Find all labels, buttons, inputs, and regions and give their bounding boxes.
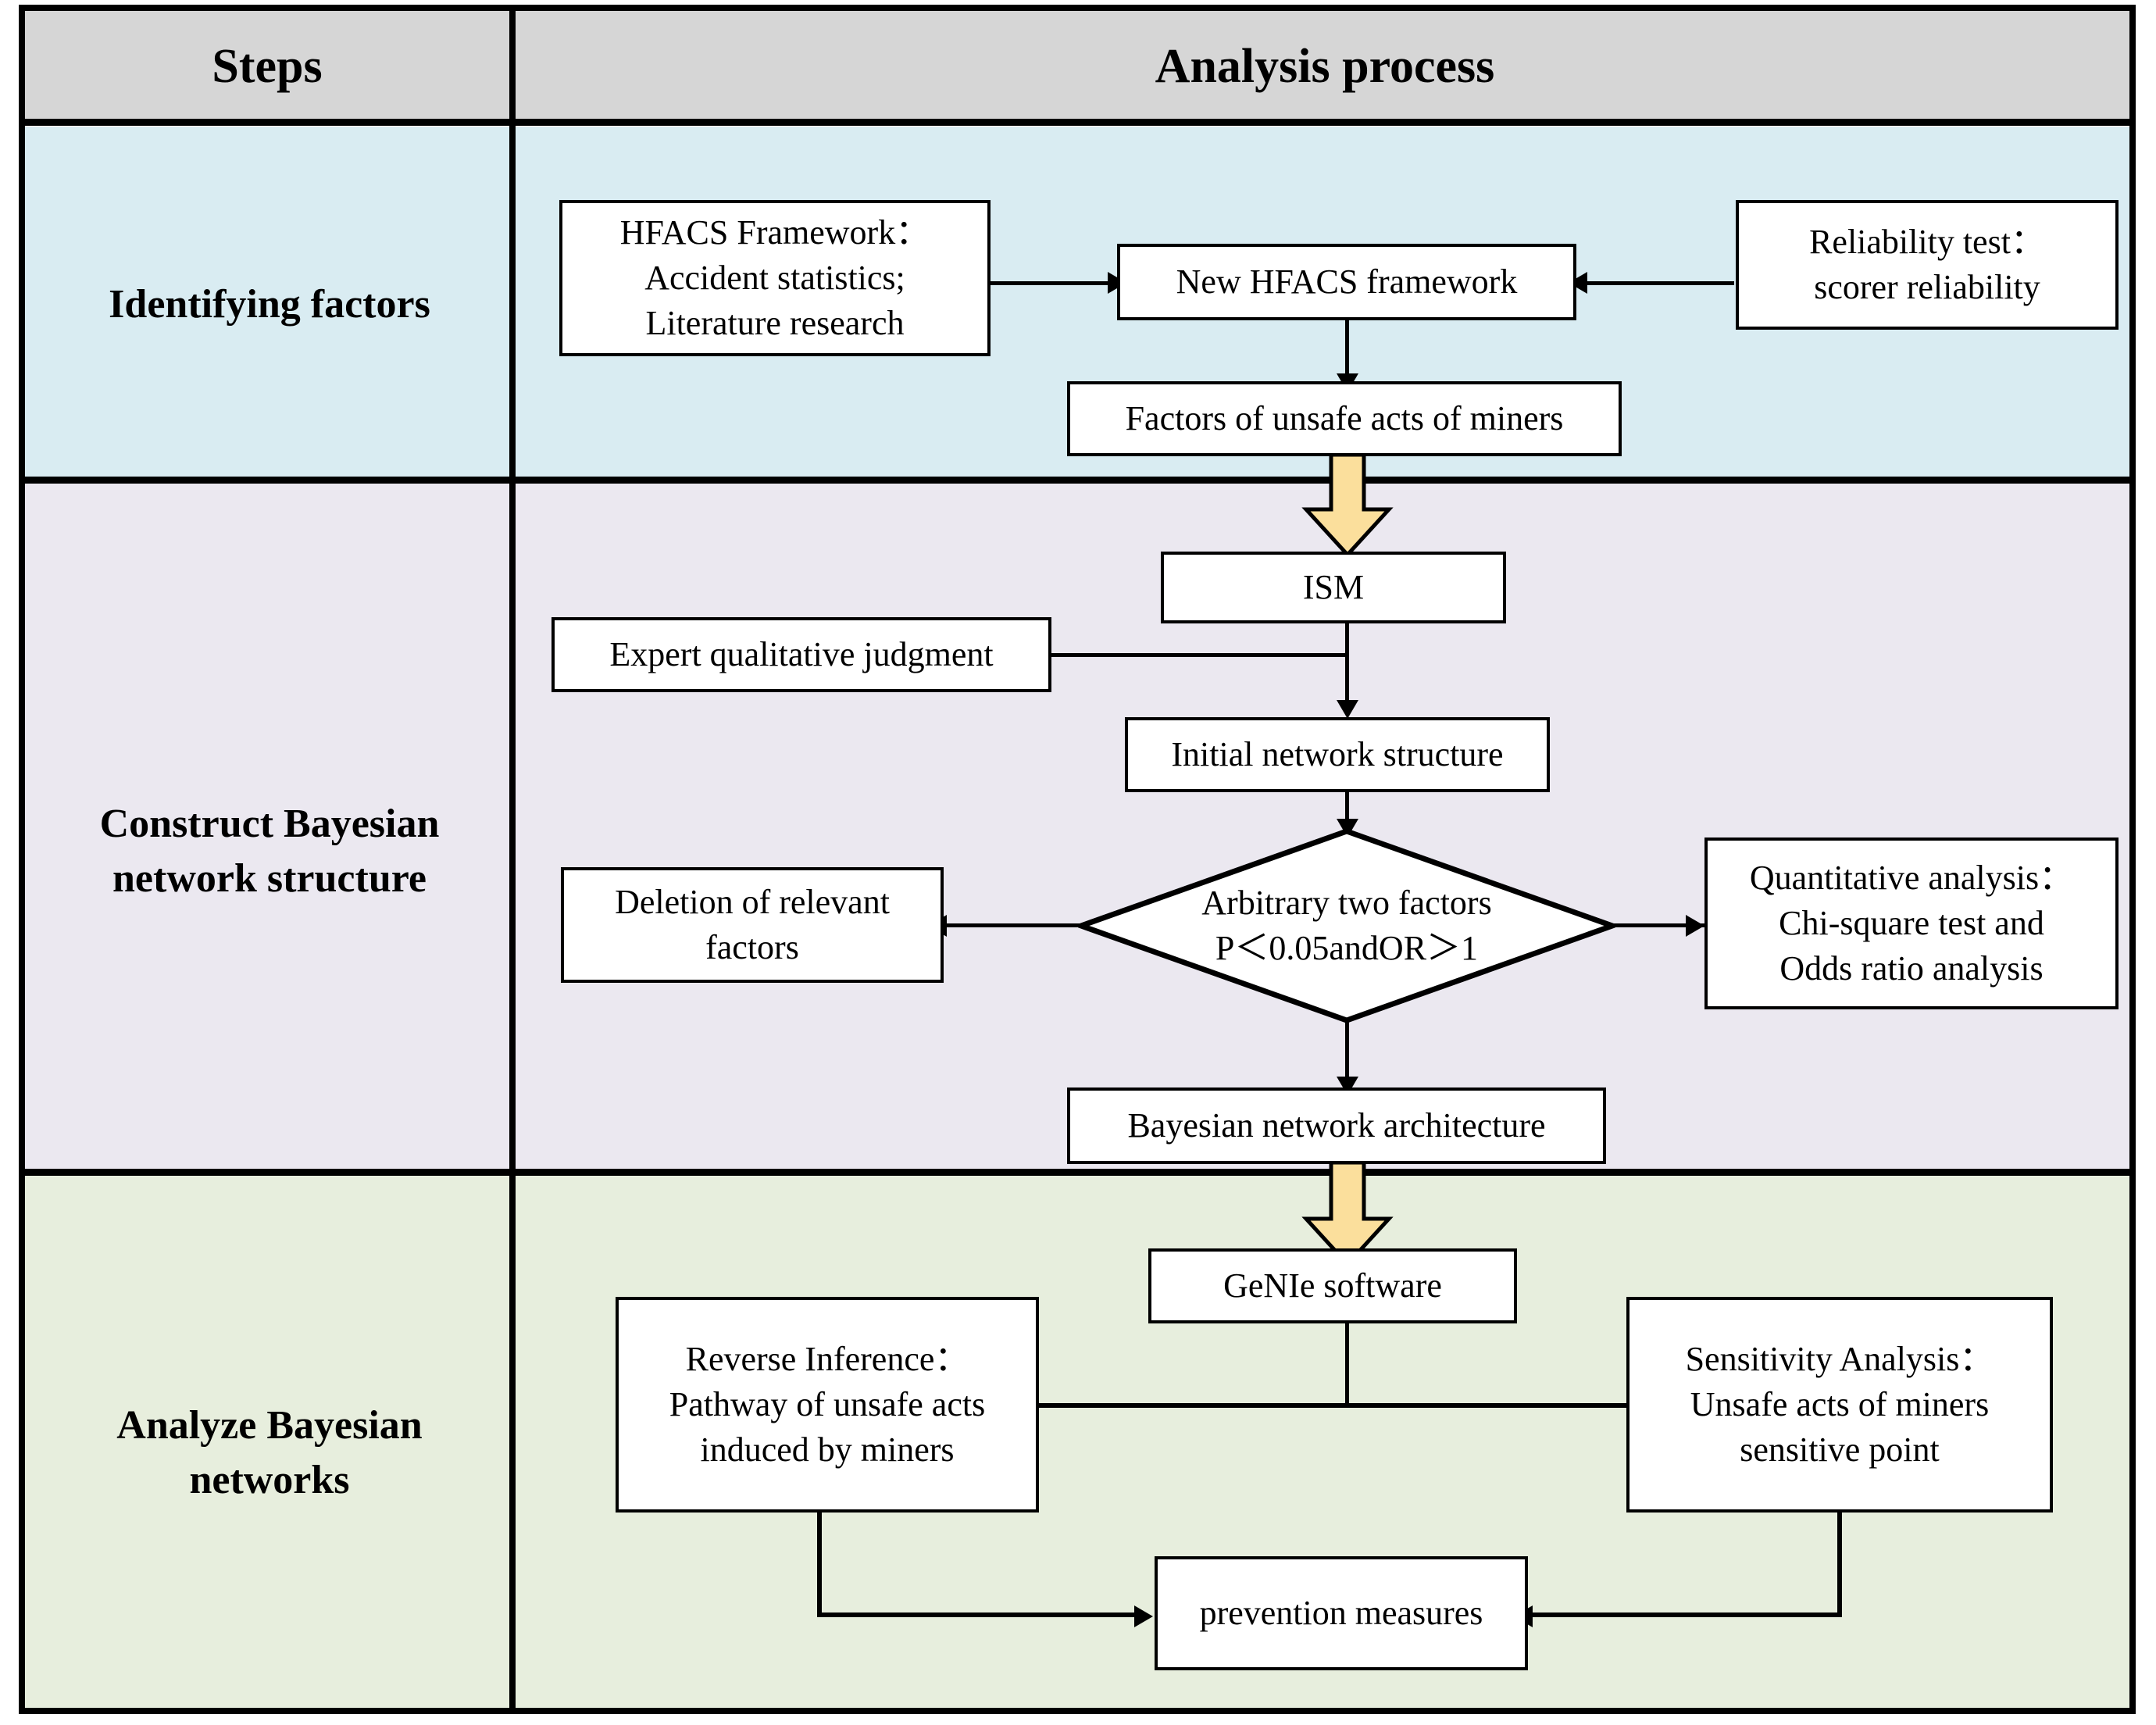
header-cell-steps xyxy=(22,9,512,123)
connector-expert-to-trunk xyxy=(1051,653,1348,657)
header-steps-title: Steps xyxy=(212,39,323,93)
node-initial-network-structure: Initial network structure xyxy=(1125,717,1550,792)
connector-decision-to-deletion xyxy=(944,923,1083,927)
header-bottom-border xyxy=(22,119,2134,126)
table-top-border xyxy=(22,5,2134,11)
node-deletion-of-relevant-factors: Deletion of relevant factors xyxy=(561,867,944,983)
node-prevention-measures: prevention measures xyxy=(1155,1556,1528,1670)
header-process-title: Analysis process xyxy=(1155,39,1495,93)
row2-cell-steps xyxy=(22,483,512,1170)
connector-decision-to-bn-architecture xyxy=(1345,1020,1349,1084)
row2-bottom-border xyxy=(22,1169,2134,1176)
node-ism: ISM xyxy=(1161,552,1506,623)
node-new-hfacs-framework: New HFACS framework xyxy=(1117,244,1576,320)
connector-hfacs-to-new xyxy=(988,281,1109,285)
node-decision-arbitrary-two-factors: Arbitrary two factors P＜0.05andOR＞1 xyxy=(1078,828,1615,1023)
connector-genie-stub xyxy=(1345,1323,1349,1406)
step-label-identifying-factors: Identifying factors xyxy=(109,281,430,327)
node-hfacs-framework: HFACS Framework： Accident statistics; Li… xyxy=(559,200,991,356)
connector-decision-to-quantitative xyxy=(1611,923,1704,927)
connector-reverse-right xyxy=(817,1612,1145,1617)
connector-analysis-bus xyxy=(1037,1403,1654,1408)
node-sensitivity-analysis: Sensitivity Analysis： Unsafe acts of min… xyxy=(1626,1297,2053,1512)
node-expert-judgment: Expert qualitative judgment xyxy=(551,617,1051,692)
connector-reliability-to-new xyxy=(1586,281,1734,285)
table-bottom-border xyxy=(22,1708,2134,1714)
node-bayesian-network-architecture: Bayesian network architecture xyxy=(1067,1088,1606,1164)
arrowhead-decision-to-quantitative xyxy=(1686,915,1704,937)
connector-initial-to-decision xyxy=(1345,792,1349,831)
connector-ism-to-initial xyxy=(1345,623,1349,708)
connector-sensitivity-down xyxy=(1837,1512,1842,1617)
connector-new-to-factors xyxy=(1345,316,1349,381)
step-label-construct-bayesian-network: Construct Bayesian network structure xyxy=(99,801,440,901)
arrowhead-ism-to-initial xyxy=(1337,700,1358,719)
block-arrow-bn-to-genie xyxy=(1297,1160,1398,1267)
decision-label: Arbitrary two factors P＜0.05andOR＞1 xyxy=(1201,883,1492,967)
header-cell-process xyxy=(516,9,2134,123)
node-reverse-inference: Reverse Inference： Pathway of unsafe act… xyxy=(616,1297,1039,1512)
table-right-border xyxy=(2129,5,2136,1714)
node-genie-software: GeNIe software xyxy=(1148,1248,1517,1323)
column-divider xyxy=(509,5,516,1714)
arrowhead-reverse-to-prevention xyxy=(1134,1605,1153,1627)
connector-sensitivity-left xyxy=(1531,1612,1842,1617)
row1-cell-steps xyxy=(22,127,512,478)
row1-bottom-border xyxy=(22,477,2134,484)
row3-cell-steps xyxy=(22,1175,512,1714)
node-reliability-test: Reliability test： scorer reliability xyxy=(1736,200,2119,330)
node-factors-unsafe-acts: Factors of unsafe acts of miners xyxy=(1067,381,1622,456)
block-arrow-factors-to-ism xyxy=(1297,452,1398,558)
node-quantitative-analysis: Quantitative analysis： Chi-square test a… xyxy=(1704,838,2119,1009)
table-left-border xyxy=(19,5,25,1714)
connector-reverse-down xyxy=(817,1512,822,1617)
step-label-analyze-bayesian-networks: Analyze Bayesian networks xyxy=(116,1402,423,1502)
